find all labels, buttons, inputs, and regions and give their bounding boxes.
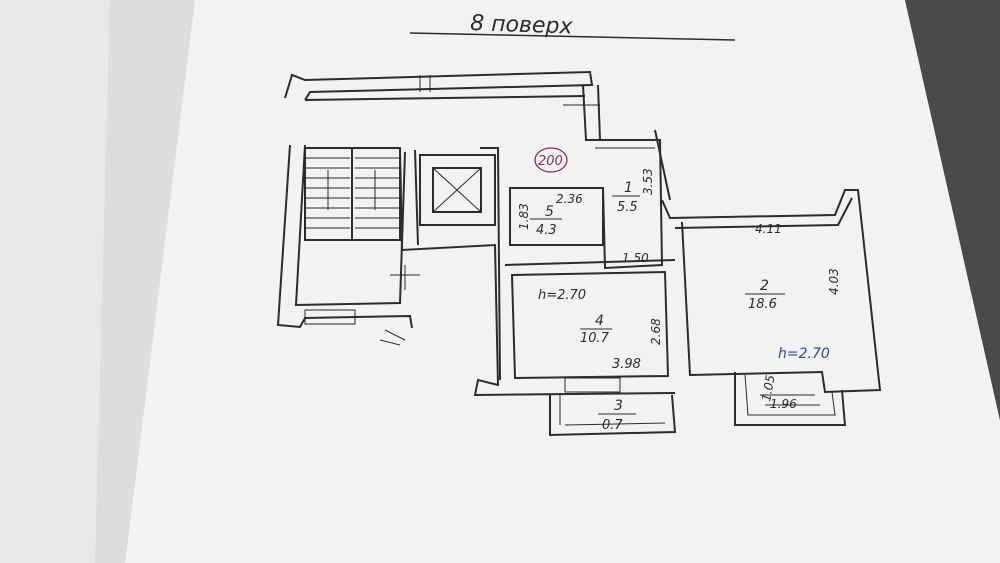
- stamp-number: 200: [538, 154, 563, 169]
- stamp-circle: [534, 147, 568, 173]
- main-paper-sheet: [125, 0, 1000, 563]
- room-3-number: 3: [614, 398, 623, 414]
- dim-room5-width: 2.36: [556, 192, 583, 206]
- dim-room2-width: 4.11: [755, 222, 782, 236]
- room-4-number: 4: [595, 313, 604, 329]
- stair-landing-steps: [304, 309, 356, 325]
- dim-room1-depth: 3.53: [641, 168, 655, 195]
- balcony-3-outline: [549, 394, 677, 437]
- room-2-bay-window: [734, 372, 847, 426]
- middle-paper-sheet: [95, 0, 200, 563]
- dimension-labels: 2.36 1.83 3.53 1.50 4.11 4.03 2.68 3.98 …: [517, 168, 841, 411]
- dim-bay-depth: 1.05: [759, 374, 777, 403]
- stair-steps: [305, 148, 400, 240]
- room-4-outline: [510, 270, 670, 380]
- room-2-height: h=2.70: [778, 346, 830, 362]
- room-4-area: 10.7: [580, 331, 610, 346]
- dim-room2-depth: 4.03: [827, 268, 841, 295]
- title-underline: [409, 32, 736, 41]
- dim-room1-width: 1.50: [622, 251, 649, 265]
- corridor-wall: [399, 149, 676, 397]
- dim-room5-depth: 1.83: [517, 203, 531, 230]
- floor-plan: [276, 70, 882, 437]
- room-4-height: h=2.70: [538, 288, 586, 303]
- elevator-shaft: [419, 154, 496, 226]
- paper-shadow-edge: [905, 0, 1000, 420]
- room-1-number: 1: [624, 180, 633, 196]
- dim-bay-width: 1.96: [770, 397, 797, 411]
- room-1-area: 5.5: [617, 200, 638, 215]
- dim-room4-depth: 2.68: [649, 318, 663, 345]
- room-3-area: 0.7: [602, 418, 623, 433]
- top-wall: [284, 70, 594, 101]
- room-2-outline: [661, 189, 882, 394]
- stamp: 200: [534, 147, 568, 173]
- dim-room4-width: 3.98: [612, 357, 641, 372]
- room-5-number: 5: [545, 204, 554, 220]
- plan-title-group: 8 поверх: [409, 11, 736, 41]
- elevator-car: [432, 167, 482, 213]
- room-2-number: 2: [760, 278, 769, 294]
- room-1-outline: [585, 139, 664, 270]
- balcony-3-door: [564, 377, 621, 393]
- stair-outer-wall: [276, 144, 413, 329]
- room-2-area: 18.6: [748, 297, 777, 312]
- ceiling-heights: h=2.70 h=2.70: [538, 288, 830, 362]
- room-5-area: 4.3: [536, 223, 557, 238]
- room-labels: 1 5.5 2 18.6 3 0.7 4 10.7 5 4.3: [530, 180, 785, 433]
